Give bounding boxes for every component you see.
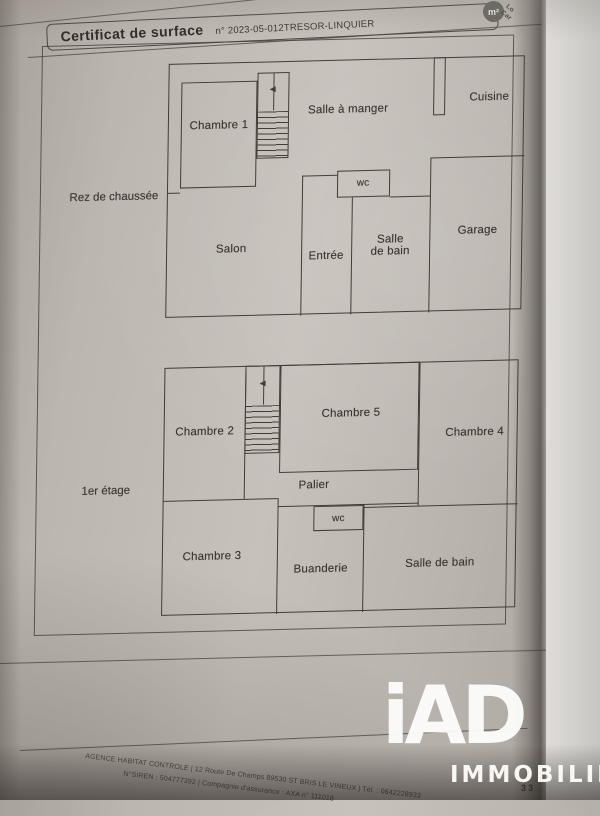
- wall: [167, 192, 180, 195]
- room-label-chambre2: Chambre 2: [175, 425, 235, 439]
- footer: AGENCE HABITAT CONTROLE | 12 Route De Ch…: [83, 750, 422, 816]
- wall: [163, 498, 278, 503]
- room-label-entree: Entrée: [308, 249, 344, 263]
- wall: [429, 157, 432, 197]
- wall: [276, 498, 280, 615]
- stair-direction-arrow-icon: [269, 86, 276, 93]
- first-floor-plan: Chambre 2 Chambre 5 Chambre 4 Palier Cha…: [161, 359, 519, 616]
- staircase-first-floor: [244, 365, 281, 454]
- wall: [350, 197, 354, 315]
- iad-logo: iAD: [382, 669, 528, 762]
- wall: [300, 175, 304, 316]
- staircase-ground-floor: [256, 71, 290, 159]
- room-label-garage: Garage: [457, 223, 498, 237]
- floor-label-1er-etage: 1er étage: [81, 484, 131, 498]
- kitchen-wall-stub: [433, 57, 446, 116]
- rule-line-below-frame: [0, 648, 575, 664]
- iad-wordmark-immobilier: IMMOBILIER: [450, 762, 600, 788]
- room-label-salle-de-bain: Salle de bain: [405, 556, 475, 570]
- room-label-cuisine: Cuisine: [469, 90, 510, 104]
- room-label-chambre3: Chambre 3: [182, 549, 242, 564]
- room-chambre1-outline: [180, 80, 258, 189]
- salle-de-bain-line2: de bain: [370, 244, 410, 258]
- room-label-wc: wc: [332, 512, 345, 525]
- wall: [430, 155, 525, 159]
- room-label-buanderie: Buanderie: [293, 562, 348, 576]
- room-label-salle-de-bain: Salle de bain: [370, 233, 409, 258]
- room-label-chambre4: Chambre 4: [445, 425, 505, 440]
- iad-watermark: iAD IMMOBILIER: [382, 669, 600, 789]
- salle-de-bain-line1: Salle: [376, 233, 404, 246]
- wall: [302, 174, 338, 177]
- floor-label-rez-de-chaussee: Rez de chaussée: [69, 190, 159, 205]
- room-label-wc: wc: [356, 177, 370, 189]
- stair-direction-arrow-icon: [259, 380, 266, 387]
- room-label-palier: Palier: [298, 478, 330, 492]
- stair-treads: [245, 404, 279, 453]
- drawing-frame: Rez de chaussée Chambre 1 Salle à manger…: [33, 34, 525, 636]
- room-label-salle-a-manger: Salle à manger: [307, 102, 389, 117]
- ground-floor-plan: Chambre 1 Salle à manger Cuisine wc Salo…: [165, 55, 525, 318]
- room-label-chambre5: Chambre 5: [321, 406, 381, 421]
- wall: [389, 195, 431, 198]
- stair-treads: [257, 110, 289, 158]
- wall: [428, 195, 432, 313]
- room-label-salon: Salon: [215, 242, 247, 256]
- room-label-chambre1: Chambre 1: [189, 118, 249, 133]
